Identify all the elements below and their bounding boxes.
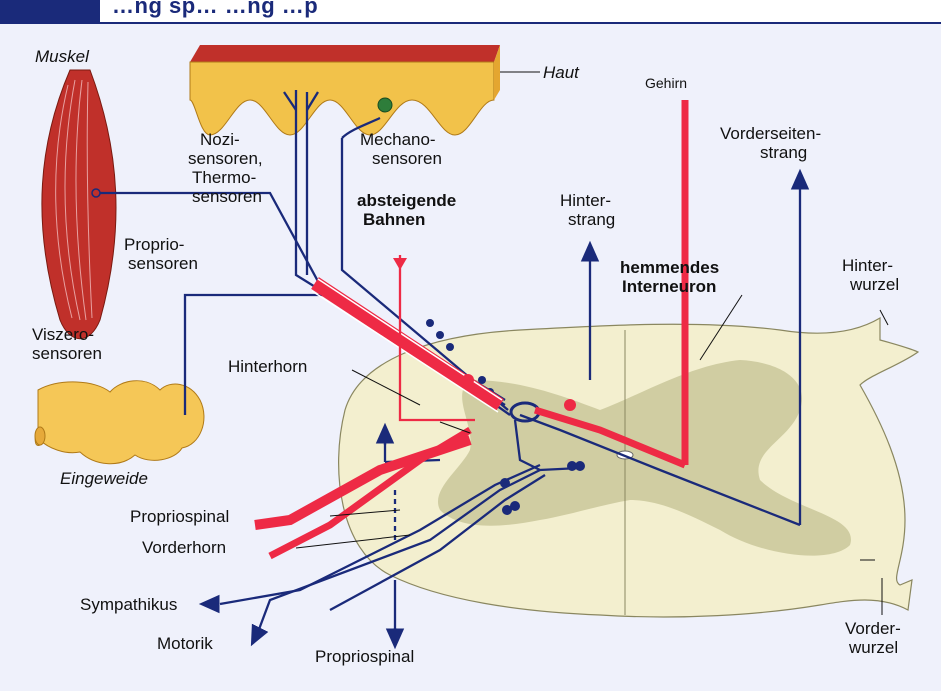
label-mechano-2: sensoren: [372, 149, 442, 168]
label-viszero-1: Viszero-: [32, 325, 94, 344]
label-haut: Haut: [543, 63, 580, 82]
label-propriospinal-left: Propriospinal: [130, 507, 229, 526]
label-vorderwurzel-1: Vorder-: [845, 619, 901, 638]
label-hemmendes-2: Interneuron: [622, 277, 716, 296]
label-hinterstrang-2: strang: [568, 210, 615, 229]
gut-illustration: [35, 381, 204, 464]
label-hinterstrang-1: Hinter-: [560, 191, 611, 210]
label-nozi-2: sensoren,: [188, 149, 263, 168]
label-hinterwurzel-1: Hinter-: [842, 256, 893, 275]
label-viszero-2: sensoren: [32, 344, 102, 363]
label-proprio-1: Proprio-: [124, 235, 184, 254]
label-nozi-1: Nozi-: [200, 130, 240, 149]
header-tab: [0, 0, 100, 22]
label-gehirn: Gehirn: [645, 75, 687, 91]
label-vorderseiten-2: strang: [760, 143, 807, 162]
label-eingeweide: Eingeweide: [60, 469, 148, 488]
spinal-cord-diagram: Muskel Haut Gehirn Nozi- sensoren, Therm…: [0, 24, 941, 691]
red-arrow-head: [393, 258, 407, 270]
label-proprio-2: sensoren: [128, 254, 198, 273]
label-propriospinal-bottom: Propriospinal: [315, 647, 414, 666]
label-hinterwurzel-2: wurzel: [849, 275, 899, 294]
label-mechano-1: Mechano-: [360, 130, 436, 149]
label-hemmendes-1: hemmendes: [620, 258, 719, 277]
label-nozi-3: Thermo-: [192, 168, 256, 187]
label-nozi-4: sensoren: [192, 187, 262, 206]
page-title: …ng sp… …ng …p: [112, 0, 318, 19]
label-motorik: Motorik: [157, 634, 213, 653]
label-muskel: Muskel: [35, 47, 90, 66]
label-absteigende-1: absteigende: [357, 191, 456, 210]
label-absteigende-2: Bahnen: [363, 210, 425, 229]
diagram-panel: Muskel Haut Gehirn Nozi- sensoren, Therm…: [0, 24, 941, 691]
skin-illustration: [190, 45, 500, 135]
muscle-illustration: [42, 70, 116, 339]
label-vorderwurzel-2: wurzel: [848, 638, 898, 657]
red-soma: [462, 374, 474, 386]
label-vorderhorn: Vorderhorn: [142, 538, 226, 557]
header-bar: …ng sp… …ng …p: [0, 0, 941, 24]
red-soma-2: [564, 399, 576, 411]
label-sympathikus: Sympathikus: [80, 595, 177, 614]
label-hinterhorn: Hinterhorn: [228, 357, 307, 376]
label-vorderseiten-1: Vorderseiten-: [720, 124, 821, 143]
